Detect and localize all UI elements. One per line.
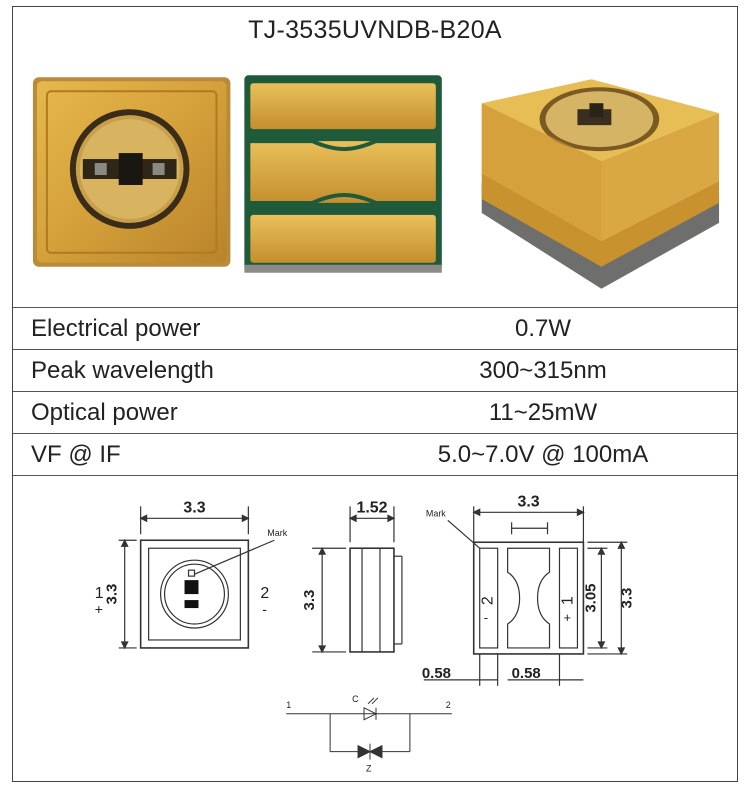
spec-row-vf-if: VF @ IF 5.0~7.0V @ 100mA (13, 433, 737, 476)
pad-pin1-sign: + (563, 610, 571, 625)
spec-value: 11~25mW (488, 399, 598, 426)
spec-label: Peak wavelength (31, 357, 214, 384)
spec-row-peak-wavelength: Peak wavelength 300~315nm (13, 349, 737, 392)
drawing-top-view: 3.3 Mark 3.3 1 + 2 - (95, 499, 288, 650)
dim-pad-height-inner: 3.05 (582, 584, 599, 613)
photo-bottom-view (244, 75, 442, 273)
dim-pad-gap-left: 0.58 (422, 665, 451, 682)
pad-pin2-label: 2 (480, 596, 497, 605)
spec-value: 0.7W (514, 315, 571, 342)
dim-top-width: 3.3 (183, 499, 205, 516)
spec-row-optical-power: Optical power 11~25mW (13, 391, 737, 434)
product-photos (32, 75, 720, 289)
circuit-node-1: 1 (286, 700, 291, 710)
dim-side-height: 3.3 (301, 590, 318, 611)
circuit-node-2: 2 (446, 700, 451, 710)
dim-pad-height-outer: 3.3 (618, 588, 635, 609)
pin2-label: 2 (260, 585, 269, 602)
spec-row-electrical-power: Electrical power 0.7W (13, 307, 737, 350)
spec-value: 5.0~7.0V @ 100mA (437, 441, 649, 468)
dimension-drawing: 3.3 Mark 3.3 1 + 2 - (13, 475, 737, 774)
spec-label: Optical power (31, 399, 178, 426)
product-title: TJ-3535UVNDB-B20A (248, 15, 502, 44)
dim-top-height: 3.3 (104, 584, 121, 605)
pad-pin2-sign: - (484, 610, 488, 625)
pad-pin1-label: 1 (559, 596, 576, 605)
dim-side-thickness: 1.52 (356, 499, 387, 516)
dim-bottom-width: 3.3 (517, 493, 539, 510)
dim-pad-gap-right: 0.58 (512, 665, 541, 682)
datasheet-panel: TJ-3535UVNDB-B20A (12, 6, 738, 782)
pin1-label: 1 (95, 585, 104, 602)
drawing-bottom-view: 3.3 Mark 2 - 1 + 3.05 3.3 (422, 493, 635, 686)
pin2-sign: - (262, 601, 267, 617)
circuit-zener-label: Z (366, 764, 372, 774)
circuit-led-label: C (352, 694, 359, 704)
spec-value: 300~315nm (479, 357, 607, 384)
drawing-side-view: 1.52 3.3 (301, 499, 403, 654)
photo-isometric-view (481, 79, 720, 289)
pin1-sign: + (95, 601, 103, 617)
mark-label-bottom: Mark (426, 508, 446, 518)
spec-label: VF @ IF (31, 441, 121, 468)
spec-label: Electrical power (31, 315, 201, 342)
photo-top-view (32, 77, 231, 267)
drawing-circuit: 1 2 C Z (286, 694, 452, 774)
mark-label-top: Mark (267, 528, 287, 538)
